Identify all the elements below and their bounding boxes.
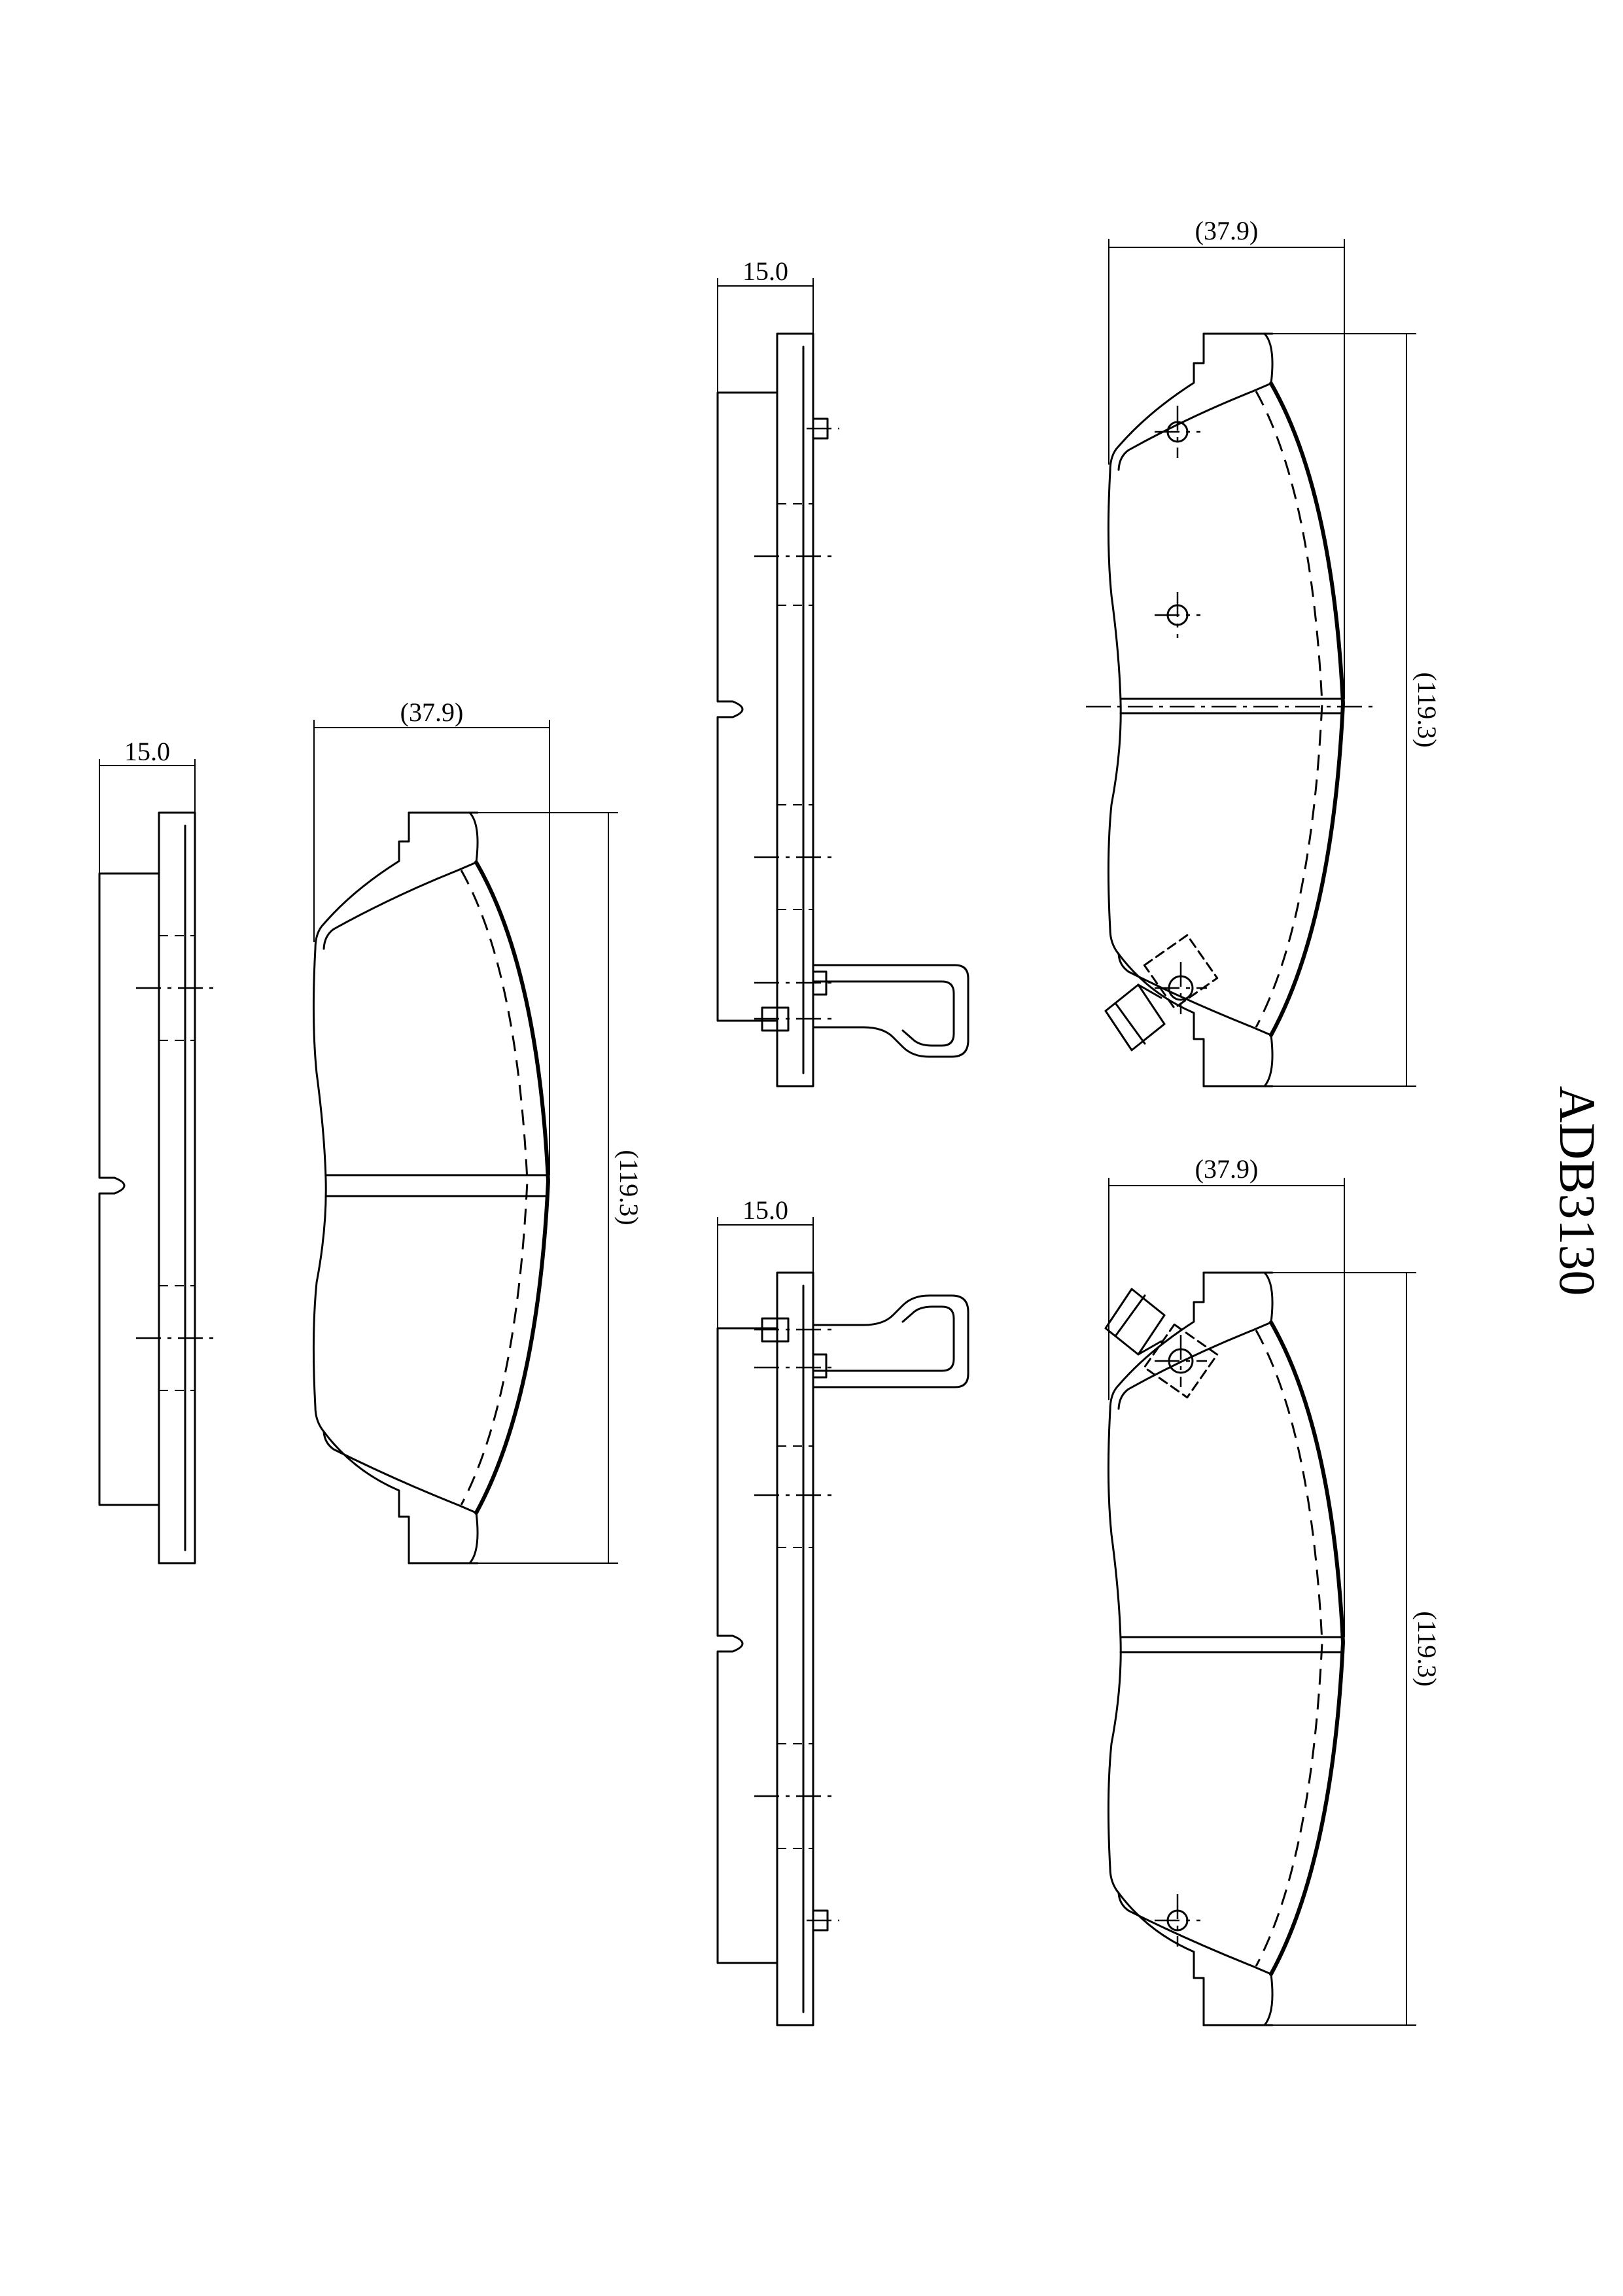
left-width-label: (37.9) xyxy=(400,698,464,727)
bottom-right-wear-sensor xyxy=(1104,1288,1219,1399)
top-right-wear-sensor xyxy=(1104,934,1219,1051)
bottom-right-side-view: 15.0 xyxy=(716,1195,969,2026)
bottom-right-width-label: (37.9) xyxy=(1195,1154,1259,1184)
bottom-right-thickness-label: 15.0 xyxy=(742,1195,788,1225)
left-thickness-label: 15.0 xyxy=(124,737,170,766)
left-side-view: 15.0 xyxy=(98,737,216,1564)
left-pad-set: 15.0 (37.9) (119.3) xyxy=(98,698,644,1564)
top-right-length-label: (119.3) xyxy=(1412,672,1442,747)
top-right-pad-set: 15.0 xyxy=(716,216,1442,1087)
top-right-side-view: 15.0 xyxy=(716,256,969,1087)
top-right-width-label: (37.9) xyxy=(1195,216,1259,245)
bottom-right-rivet-lower xyxy=(1155,1894,1200,1947)
top-right-front-view: (37.9) (119.3) xyxy=(1086,216,1442,1087)
left-front-view: (37.9) (119.3) xyxy=(312,698,644,1564)
bottom-right-length-label: (119.3) xyxy=(1412,1611,1442,1686)
top-right-rivet-middle xyxy=(1155,592,1200,638)
bottom-right-pad-set: 15.0 xyxy=(716,1154,1442,2026)
part-code: ADB3130 xyxy=(1549,1086,1606,1296)
top-right-rivet-upper xyxy=(1155,406,1200,458)
bottom-right-front-view: (37.9) (119.3) xyxy=(1104,1154,1442,2026)
left-length-label: (119.3) xyxy=(614,1150,644,1225)
top-right-thickness-label: 15.0 xyxy=(742,256,788,286)
